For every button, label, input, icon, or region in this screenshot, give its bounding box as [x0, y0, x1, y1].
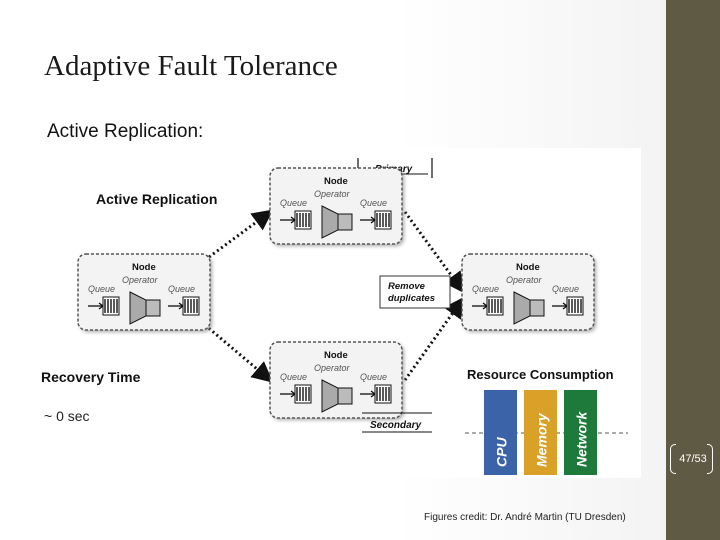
node-title: Node — [324, 176, 348, 187]
slide-sidebar — [666, 0, 720, 540]
figure-credit: Figures credit: Dr. André Martin (TU Dre… — [424, 512, 626, 523]
output-queue-icon — [552, 296, 584, 316]
resource-bars: CPU Memory Network — [484, 390, 597, 475]
input-queue-icon — [472, 296, 504, 316]
resource-bar-label: Network — [574, 411, 590, 467]
recovery-time-value: ~ 0 sec — [44, 408, 90, 424]
operator-icon — [129, 291, 161, 325]
secondary-label: Secondary — [370, 420, 422, 431]
operator-icon — [513, 291, 545, 325]
output-queue-label: Queue — [360, 372, 387, 382]
node-title: Node — [132, 262, 156, 273]
resource-bar-network: Network — [564, 390, 597, 475]
input-queue-icon — [280, 384, 312, 404]
input-queue-label: Queue — [472, 284, 499, 294]
remove-duplicates-line1: Remove — [388, 281, 426, 292]
output-queue-icon — [360, 210, 392, 230]
resource-bar-label: Memory — [534, 412, 550, 467]
operator-label: Operator — [314, 189, 351, 199]
slide-subtitle: Active Replication: — [47, 121, 204, 142]
remove-duplicates-line2: duplicates — [388, 293, 435, 304]
operator-icon — [321, 205, 353, 239]
input-queue-label: Queue — [280, 372, 307, 382]
replication-arrows — [204, 209, 465, 383]
operator-label: Operator — [122, 275, 159, 285]
output-queue-label: Queue — [360, 198, 387, 208]
operator-label: Operator — [506, 275, 543, 285]
resource-bar-memory: Memory — [524, 390, 557, 475]
recovery-time-label: Recovery Time — [41, 369, 141, 385]
figure-heading: Active Replication — [96, 191, 217, 207]
input-queue-label: Queue — [88, 284, 115, 294]
output-queue-label: Queue — [552, 284, 579, 294]
remove-duplicates-box: Remove duplicates — [379, 275, 451, 309]
operator-label: Operator — [314, 363, 351, 373]
secondary-tag: Secondary — [362, 412, 432, 433]
page-number-bracket-left — [670, 444, 676, 474]
input-queue-label: Queue — [280, 198, 307, 208]
output-queue-icon — [360, 384, 392, 404]
node-title: Node — [324, 350, 348, 361]
slide-title: Adaptive Fault Tolerance — [44, 50, 338, 82]
node-title: Node — [516, 262, 540, 273]
input-queue-icon — [280, 210, 312, 230]
output-queue-icon — [168, 296, 200, 316]
resource-bar-label: CPU — [494, 437, 510, 467]
resource-bar-cpu: CPU — [484, 390, 517, 475]
page-number-bracket-right — [707, 444, 713, 474]
input-queue-icon — [88, 296, 120, 316]
output-queue-label: Queue — [168, 284, 195, 294]
operator-icon — [321, 379, 353, 413]
page-number: 47/53 — [679, 453, 707, 465]
resource-heading: Resource Consumption — [467, 367, 614, 382]
